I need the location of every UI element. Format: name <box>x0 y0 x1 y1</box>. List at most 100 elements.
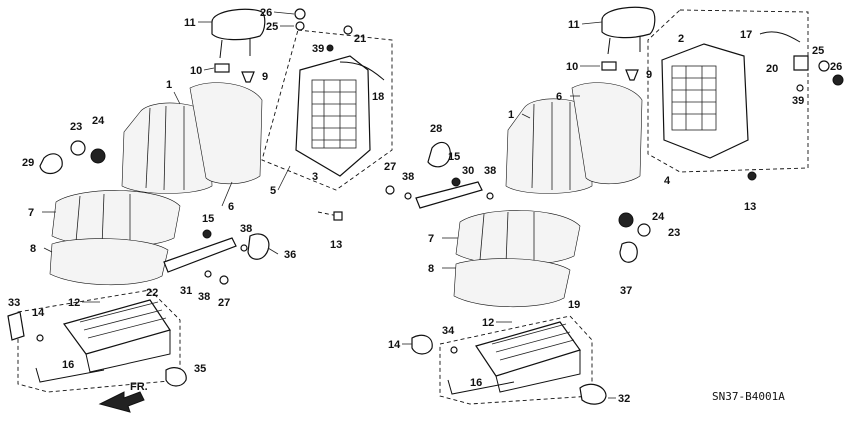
callout-1-left: 1 <box>166 79 172 91</box>
bracket-33-left <box>7 311 25 341</box>
rod-16-left <box>35 367 105 383</box>
callout-11-right: 11 <box>568 19 580 31</box>
callout-17-right: 17 <box>740 29 752 41</box>
callout-31-left: 31 <box>180 285 192 297</box>
callout-22-left: 22 <box>146 287 158 299</box>
callout-21-left: 21 <box>354 33 366 45</box>
callout-23-right: 23 <box>668 227 680 239</box>
headrest-guide-cap-left <box>241 71 255 83</box>
recliner-cover-29-left <box>39 153 63 175</box>
bolt-14-left <box>36 334 44 342</box>
seat-frame-right <box>475 321 581 393</box>
seatback-cover-right <box>505 98 593 194</box>
screw-38-left-b <box>204 270 212 278</box>
back-frame-left <box>295 55 371 177</box>
back-frame-box-right <box>647 9 809 173</box>
headrest-left <box>211 8 266 59</box>
callout-12-left: 12 <box>68 297 80 309</box>
knob-26-right <box>832 74 844 86</box>
callout-32-right: 32 <box>618 393 630 405</box>
bolt-14-right <box>450 346 458 354</box>
callout-25-left: 25 <box>266 21 278 33</box>
callout-28-mid: 28 <box>430 123 442 135</box>
headrest-guide-left <box>214 63 230 73</box>
callout-38-left-b: 38 <box>198 291 210 303</box>
callout-23-left: 23 <box>70 121 82 133</box>
bracket-20-right <box>793 55 809 71</box>
callout-2-right: 2 <box>678 33 684 45</box>
knob-25-right <box>818 60 830 72</box>
recliner-knob-23-right <box>637 223 651 237</box>
cushion-cover-right <box>455 210 581 266</box>
callout-37-right: 37 <box>620 285 632 297</box>
cushion-pad-left <box>49 238 169 286</box>
headrest-guide-cap-right <box>625 69 639 81</box>
callout-3-left: 3 <box>312 171 318 183</box>
callout-10-left: 10 <box>190 65 202 77</box>
screw-38-mid-b <box>486 192 494 200</box>
screw-27-mid <box>385 185 395 195</box>
callout-8-right: 8 <box>428 263 434 275</box>
middle-parts <box>385 141 494 355</box>
bolt-13-right <box>747 171 757 181</box>
callout-9-left: 9 <box>262 71 268 83</box>
callout-8-left: 8 <box>30 243 36 255</box>
callout-13-left: 13 <box>330 239 342 251</box>
callout-36-left: 36 <box>284 249 296 261</box>
rod-16-right <box>447 379 515 395</box>
callout-34-mid: 14 <box>388 339 401 351</box>
side-cover-30 <box>415 181 483 209</box>
callout-15-left: 15 <box>202 213 214 225</box>
callout-19-right: 19 <box>568 299 580 311</box>
callout-9-right: 9 <box>646 69 652 81</box>
knob-15-left <box>202 229 212 239</box>
callout-38-mid-a: 38 <box>402 171 414 183</box>
seatback-pad-left <box>189 82 263 185</box>
callout-5-left: 5 <box>270 185 276 197</box>
callout-24-right: 24 <box>652 211 665 223</box>
callout-13-right: 13 <box>744 201 756 213</box>
callout-30-mid: 30 <box>462 165 474 177</box>
cushion-pad-right <box>453 258 571 308</box>
cover-34 <box>411 334 433 355</box>
screw-39-right <box>796 84 804 92</box>
knob-36-left <box>247 233 270 260</box>
callout-7-left: 7 <box>28 207 34 219</box>
callout-12-right: 12 <box>482 317 494 329</box>
recliner-knob-24-left <box>90 148 106 164</box>
back-frame-right <box>661 43 749 159</box>
diagram-code: SN37-B4001A <box>712 390 785 403</box>
headrest-guide-right <box>601 61 617 71</box>
callout-26-left: 26 <box>260 7 272 19</box>
front-direction-arrow <box>98 391 145 413</box>
callout-1-right: 1 <box>508 109 514 121</box>
callout-38-mid-b: 38 <box>484 165 496 177</box>
left-seat-assembly <box>7 8 393 413</box>
callout-16-left: 16 <box>62 359 74 371</box>
bolt-13-left <box>333 211 343 221</box>
callout-26-right: 26 <box>830 61 842 73</box>
recliner-knob-23-left <box>70 140 86 156</box>
callout-6-right: 6 <box>556 91 562 103</box>
side-cover-31-left <box>163 237 237 273</box>
seat-frame-box-right <box>439 315 593 405</box>
callout-4-right: 4 <box>664 175 671 187</box>
screw-38-left-a <box>240 244 248 252</box>
headrest-right <box>601 6 656 39</box>
front-direction-label: FR. <box>130 381 148 393</box>
callout-27-mid: 27 <box>384 161 396 173</box>
recliner-cover-37-right <box>619 241 638 263</box>
seat-frame-box-left <box>17 289 181 393</box>
callout-15-mid: 15 <box>448 151 460 163</box>
callout-20-right: 20 <box>766 63 778 75</box>
callout-39-right: 39 <box>792 95 804 107</box>
seat-frame-left <box>63 299 171 373</box>
callout-6-left: 6 <box>228 201 234 213</box>
cover-35-left <box>165 367 187 387</box>
callout-27-left: 27 <box>218 297 230 309</box>
seatback-pad-right <box>571 82 643 185</box>
callout-24-left: 24 <box>92 115 105 127</box>
right-seat-assembly <box>439 6 844 405</box>
callout-labels-left: 11 26 25 21 39 10 9 1 18 23 24 29 6 5 3 … <box>8 7 384 393</box>
